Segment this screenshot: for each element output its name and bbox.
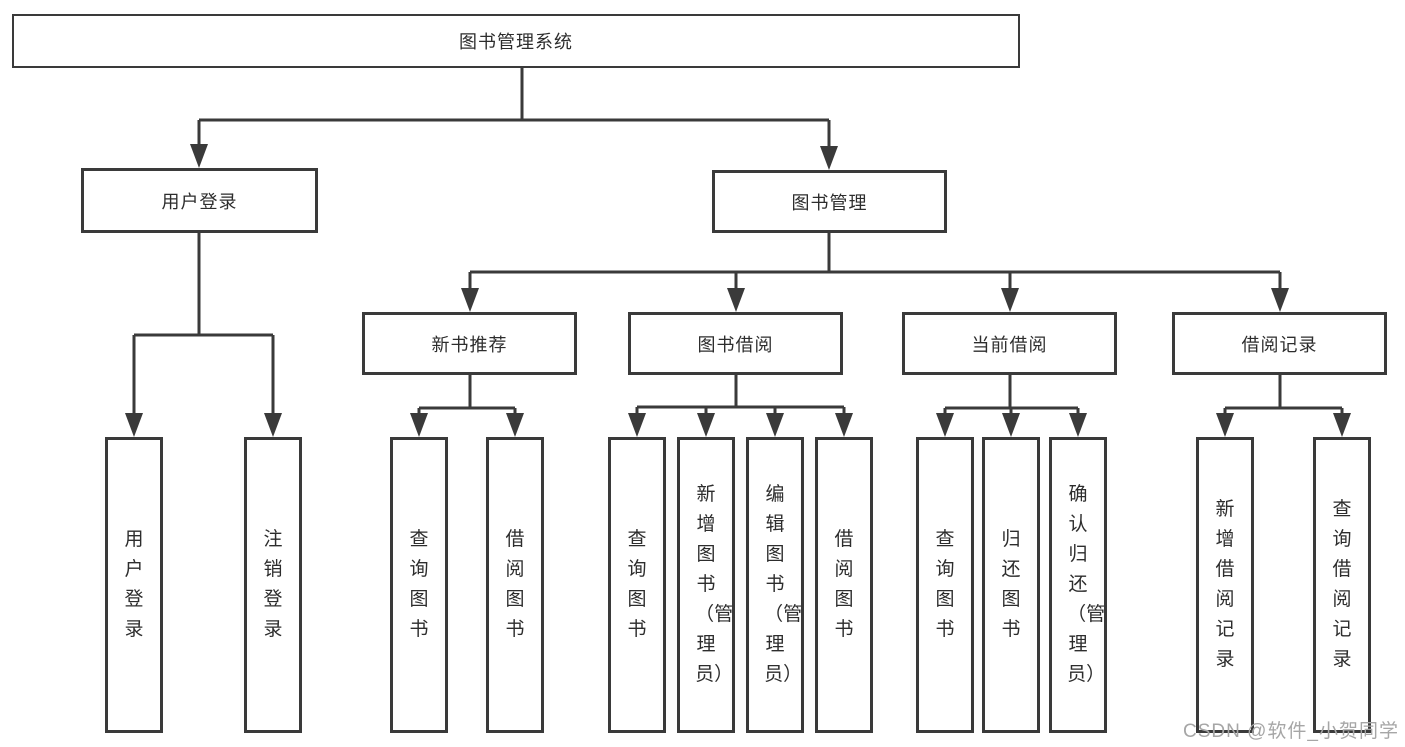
- node-library-system-root: 图书管理系统: [12, 14, 1020, 68]
- leaf-query-book-current: 查询图书: [916, 437, 974, 733]
- leaf-label: 查询图书: [935, 528, 955, 641]
- node-current-borrow: 当前借阅: [902, 312, 1117, 375]
- node-user-login: 用户登录: [81, 168, 318, 233]
- leaf-label: 查询图书: [627, 528, 647, 641]
- leaf-logout: 注销登录: [244, 437, 302, 733]
- leaf-label: 编辑图书（管理员）: [764, 483, 803, 686]
- node-label: 用户登录: [161, 191, 238, 212]
- node-label: 图书管理: [791, 192, 868, 213]
- leaf-query-book-recommend: 查询图书: [390, 437, 448, 733]
- node-borrow-records: 借阅记录: [1172, 312, 1387, 375]
- leaf-label: 归还图书: [1001, 528, 1021, 641]
- leaf-query-borrow-record: 查询借阅记录: [1313, 437, 1371, 733]
- leaf-borrow-book: 借阅图书: [815, 437, 873, 733]
- leaf-label: 新增借阅记录: [1215, 498, 1235, 671]
- leaf-label: 借阅图书: [505, 528, 525, 641]
- node-label: 新书推荐: [431, 334, 508, 355]
- leaf-confirm-return-admin: 确认归还（管理员）: [1049, 437, 1107, 733]
- node-label: 借阅记录: [1241, 334, 1318, 355]
- leaf-label: 确认归还（管理员）: [1067, 483, 1106, 686]
- node-label: 当前借阅: [971, 334, 1048, 355]
- leaf-user-login: 用户登录: [105, 437, 163, 733]
- csdn-watermark: CSDN @软件_小贺同学: [1183, 721, 1399, 742]
- node-label: 图书借阅: [697, 334, 774, 355]
- leaf-add-borrow-record: 新增借阅记录: [1196, 437, 1254, 733]
- node-label: 图书管理系统: [459, 32, 573, 52]
- leaf-label: 查询图书: [409, 528, 429, 641]
- leaf-edit-book-admin: 编辑图书（管理员）: [746, 437, 804, 733]
- leaf-label: 借阅图书: [834, 528, 854, 641]
- leaf-label: 注销登录: [263, 528, 283, 641]
- leaf-label: 用户登录: [124, 528, 144, 641]
- leaf-borrow-book-recommend: 借阅图书: [486, 437, 544, 733]
- node-book-management: 图书管理: [712, 170, 947, 233]
- node-book-borrow: 图书借阅: [628, 312, 843, 375]
- leaf-label: 新增图书（管理员）: [695, 483, 734, 686]
- node-new-book-recommend: 新书推荐: [362, 312, 577, 375]
- leaf-return-book: 归还图书: [982, 437, 1040, 733]
- leaf-add-book-admin: 新增图书（管理员）: [677, 437, 735, 733]
- leaf-label: 查询借阅记录: [1332, 498, 1352, 671]
- leaf-query-book-borrow: 查询图书: [608, 437, 666, 733]
